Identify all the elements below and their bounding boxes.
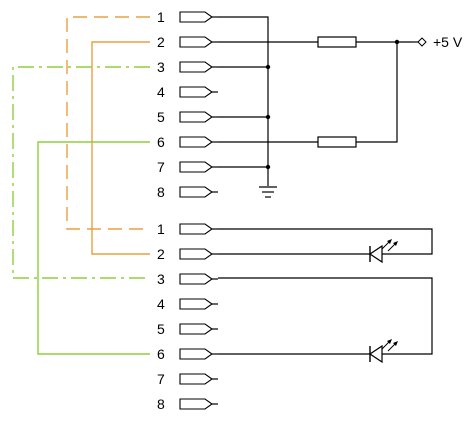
connector_bottom-pin-label: 1 xyxy=(157,221,165,237)
wire-green-pin6 xyxy=(37,141,150,355)
pin-contact-icon xyxy=(179,398,213,410)
connector_bottom-pin-label: 5 xyxy=(157,321,165,337)
junction-dot xyxy=(265,164,271,170)
resistor-bottom xyxy=(317,136,357,148)
bottom-circuit xyxy=(218,228,433,364)
pin-contact-icon xyxy=(179,323,213,335)
connector_top-pin-label: 2 xyxy=(157,34,165,50)
pin-contact-icon xyxy=(179,161,213,173)
pin-contact-icon xyxy=(179,248,213,260)
connector_bottom-pin-label: 6 xyxy=(157,346,165,362)
wire-orange-pin1-dashed xyxy=(66,16,150,230)
wire-led-loop-2 xyxy=(218,277,433,355)
pin-contact-icon xyxy=(179,186,213,198)
connector_top-pin-label: 8 xyxy=(157,184,165,200)
pin-contact-icon xyxy=(179,223,213,235)
connector_top-pin-label: 5 xyxy=(157,109,165,125)
pin-contact-icon xyxy=(179,298,213,310)
pin-contact-icon xyxy=(179,36,213,48)
pin-contact-icon xyxy=(179,11,213,23)
pin-contact-icon xyxy=(179,273,213,285)
connector_top-pin-label: 1 xyxy=(157,9,165,25)
pin-contact-icon xyxy=(179,111,213,123)
connector_top-pin-label: 4 xyxy=(157,84,165,100)
led-icon xyxy=(368,339,398,364)
wire-led-loop-1 xyxy=(218,228,433,255)
resistor-top xyxy=(317,36,357,48)
led-icon xyxy=(368,239,398,264)
terminal-diamond-icon xyxy=(417,37,427,47)
connector_top-pin-label: 3 xyxy=(157,59,165,75)
junction-dot xyxy=(394,39,400,45)
connector_bottom-pin-label: 3 xyxy=(157,271,165,287)
connector_bottom-pin-label: 8 xyxy=(157,396,165,412)
connector-bottom: 1 2 3 4 5 6 7 8 xyxy=(157,221,218,412)
ground-icon xyxy=(259,186,277,198)
supply-label: +5 V xyxy=(433,34,463,50)
connector_top-pin-label: 6 xyxy=(157,134,165,150)
junction-dot xyxy=(265,64,271,70)
connector_top-pin-label: 7 xyxy=(157,159,165,175)
connector_bottom-pin-label: 7 xyxy=(157,371,165,387)
cross-wires xyxy=(12,16,150,355)
supply-terminal: +5 V xyxy=(412,34,463,50)
wire-resistor-bottom-supply xyxy=(356,42,398,143)
wire-orange-pin2 xyxy=(91,41,150,255)
pin-contact-icon xyxy=(179,86,213,98)
pin-contact-icon xyxy=(179,348,213,360)
top-circuit: +5 V xyxy=(218,16,463,198)
wire-top-pin1 xyxy=(218,16,269,186)
pin-contact-icon xyxy=(179,373,213,385)
connector_bottom-pin-label: 2 xyxy=(157,246,165,262)
pin-contact-icon xyxy=(179,136,213,148)
connector_bottom-pin-label: 4 xyxy=(157,296,165,312)
wire-green-pin3-dashdot xyxy=(12,66,150,279)
pin-contact-icon xyxy=(179,61,213,73)
connector-top: 1 2 3 4 5 6 7 8 xyxy=(157,9,218,200)
junction-dot xyxy=(265,114,271,120)
